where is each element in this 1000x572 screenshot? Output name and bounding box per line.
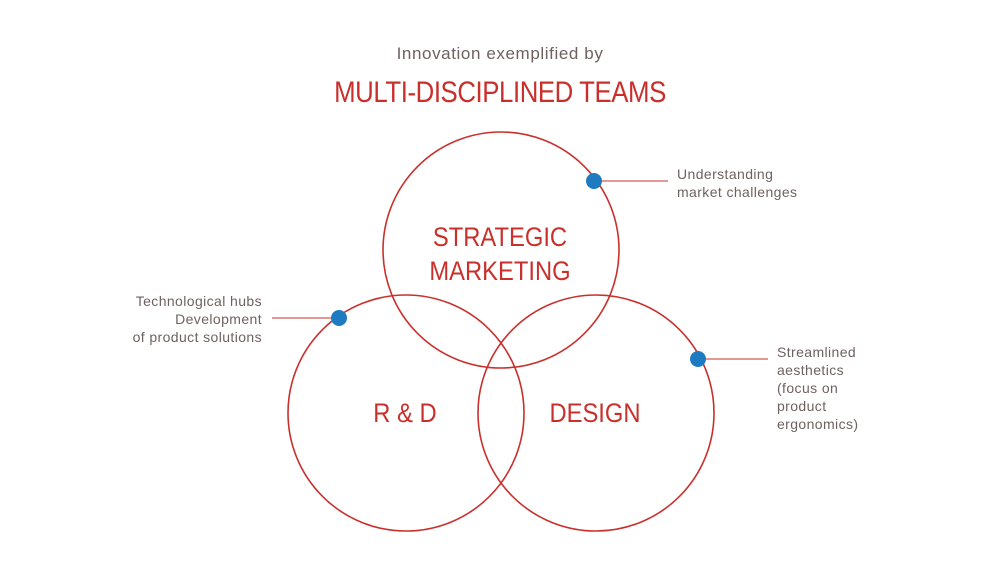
strategic-marketing-label-line-2: MARKETING [429, 256, 571, 286]
callout-line-text: (focus on [777, 380, 839, 396]
callout-line-text: Development [175, 311, 262, 327]
strategic-marketing-marker-dot [586, 173, 602, 189]
diagram-title: MULTI-DISCIPLINED TEAMS [334, 76, 666, 109]
rd-callout: Technological hubs Development of produc… [80, 292, 262, 346]
callout-line-text: Streamlined [777, 344, 857, 360]
callout-line-text: Technological hubs [135, 293, 262, 309]
strategic-marketing-label: STRATEGIC MARKETING [416, 220, 583, 288]
design-callout: Streamlined aesthetics (focus on product… [777, 343, 858, 433]
design-label: DESIGN [549, 398, 641, 428]
callout-line-text: product [777, 398, 827, 414]
callout-line-text: aesthetics [777, 362, 845, 378]
callout-line-text: of product solutions [132, 329, 262, 345]
strategic-marketing-label-line-1: STRATEGIC [432, 222, 568, 252]
strategic-marketing-circle [382, 131, 620, 369]
callout-line-text: Understanding [677, 166, 774, 182]
diagram-subtitle: Innovation exemplified by [396, 44, 604, 63]
callout-line-text: market challenges [677, 184, 798, 200]
rd-marker-dot [331, 310, 347, 326]
callout-line-text: ergonomics) [777, 416, 859, 432]
rd-circle [287, 294, 525, 532]
rd-label: R & D [373, 398, 437, 428]
design-marker-dot [690, 351, 706, 367]
strategic-marketing-callout: Understanding market challenges [677, 165, 797, 201]
design-circle [477, 294, 715, 532]
